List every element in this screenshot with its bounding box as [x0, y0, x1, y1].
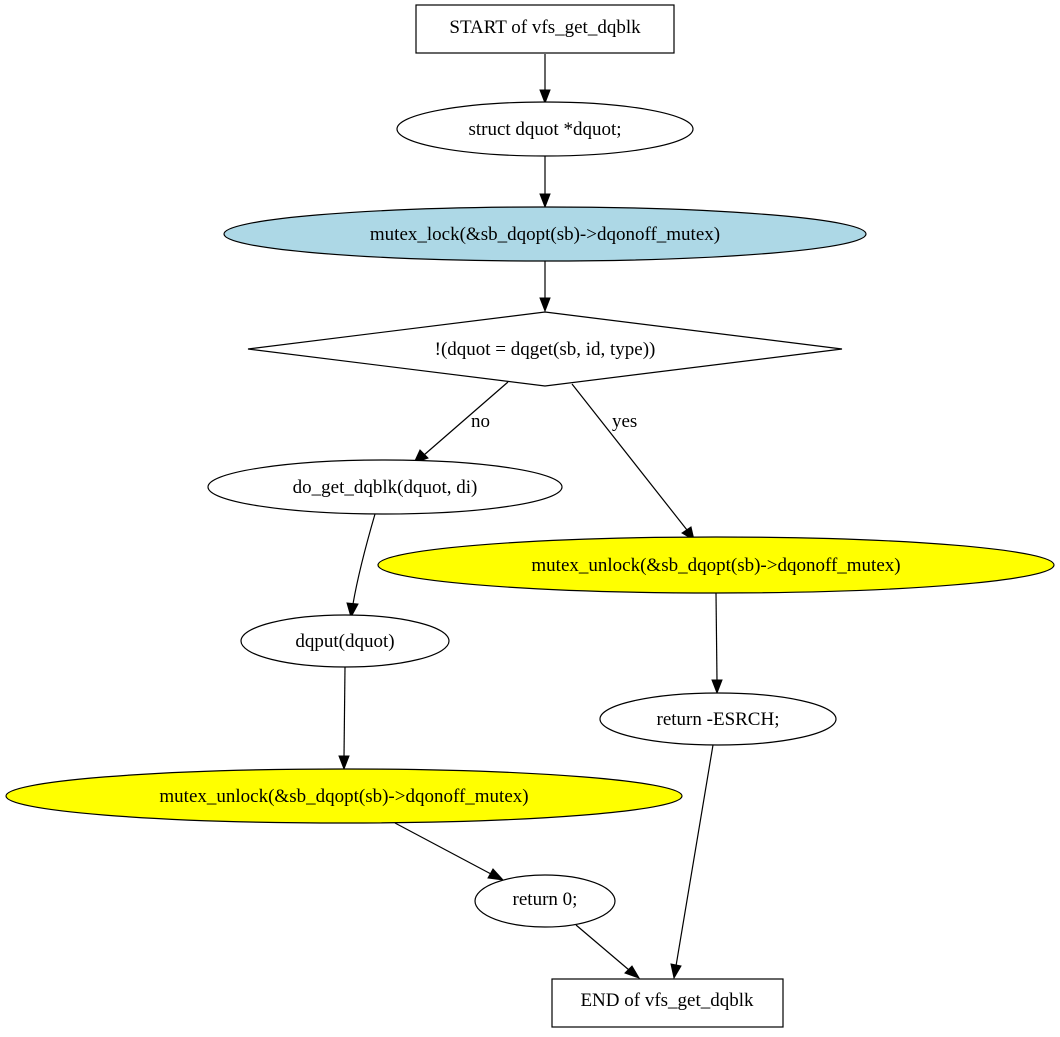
edge-label-no: no	[471, 411, 490, 432]
node-decl-shape	[396, 101, 694, 157]
edge-start-to-decl	[539, 54, 551, 105]
node-do-get-shape	[207, 459, 563, 515]
edge-cond-to-do-get	[413, 381, 509, 464]
node-unlock-no-label: mutex_unlock(&sb_dqopt(sb)->dqonoff_mute…	[159, 786, 528, 807]
node-decl-label: struct dquot *dquot;	[468, 119, 621, 140]
node-unlock-no-shape	[5, 768, 683, 824]
edge-unlock-yes-to-ret-esrch	[711, 592, 723, 695]
node-cond-shape	[247, 311, 843, 387]
edge-ret0-to-end	[575, 924, 641, 979]
node-ret-esrch: return -ESRCH;	[599, 692, 837, 746]
node-ret0-label: return 0;	[513, 889, 578, 910]
node-unlock-no: mutex_unlock(&sb_dqopt(sb)->dqonoff_mute…	[5, 768, 683, 824]
node-end-box	[551, 978, 784, 1028]
node-lock: mutex_lock(&sb_dqopt(sb)->dqonoff_mutex)	[223, 206, 867, 262]
node-dqput-shape	[240, 614, 450, 668]
node-unlock-yes-shape	[377, 536, 1055, 594]
node-start-label: START of vfs_get_dqblk	[449, 17, 641, 38]
edge-do-get-to-dqput	[346, 513, 376, 619]
node-unlock-yes: mutex_unlock(&sb_dqopt(sb)->dqonoff_mute…	[377, 536, 1055, 594]
edge-lock-to-cond	[539, 261, 551, 313]
edge-decl-to-lock	[539, 156, 551, 209]
edge-cond-to-unlock-yes	[571, 383, 695, 542]
node-lock-shape	[223, 206, 867, 262]
edge-unlock-no-to-ret0	[394, 822, 505, 881]
node-start-box	[415, 4, 675, 54]
node-dqput-label: dqput(dquot)	[295, 631, 394, 652]
node-ret-esrch-label: return -ESRCH;	[657, 709, 780, 730]
node-end-label: END of vfs_get_dqblk	[580, 990, 754, 1011]
node-cond: !(dquot = dqget(sb, id, type))	[247, 311, 843, 387]
node-ret0: return 0;	[474, 874, 616, 928]
node-cond-label: !(dquot = dqget(sb, id, type))	[435, 339, 656, 360]
edge-label-yes: yes	[612, 411, 637, 432]
edge-dqput-to-unlock-no	[338, 666, 350, 771]
node-dqput: dqput(dquot)	[240, 614, 450, 668]
node-ret-esrch-shape	[599, 692, 837, 746]
node-decl: struct dquot *dquot;	[396, 101, 694, 157]
node-start: START of vfs_get_dqblk	[415, 4, 675, 54]
node-ret0-shape	[474, 874, 616, 928]
node-do-get-label: do_get_dqblk(dquot, di)	[293, 477, 478, 498]
node-lock-label: mutex_lock(&sb_dqopt(sb)->dqonoff_mutex)	[370, 224, 720, 245]
edge-ret-esrch-to-end	[670, 744, 714, 980]
node-unlock-yes-label: mutex_unlock(&sb_dqopt(sb)->dqonoff_mute…	[531, 555, 900, 576]
node-end: END of vfs_get_dqblk	[551, 978, 784, 1028]
node-do-get: do_get_dqblk(dquot, di)	[207, 459, 563, 515]
